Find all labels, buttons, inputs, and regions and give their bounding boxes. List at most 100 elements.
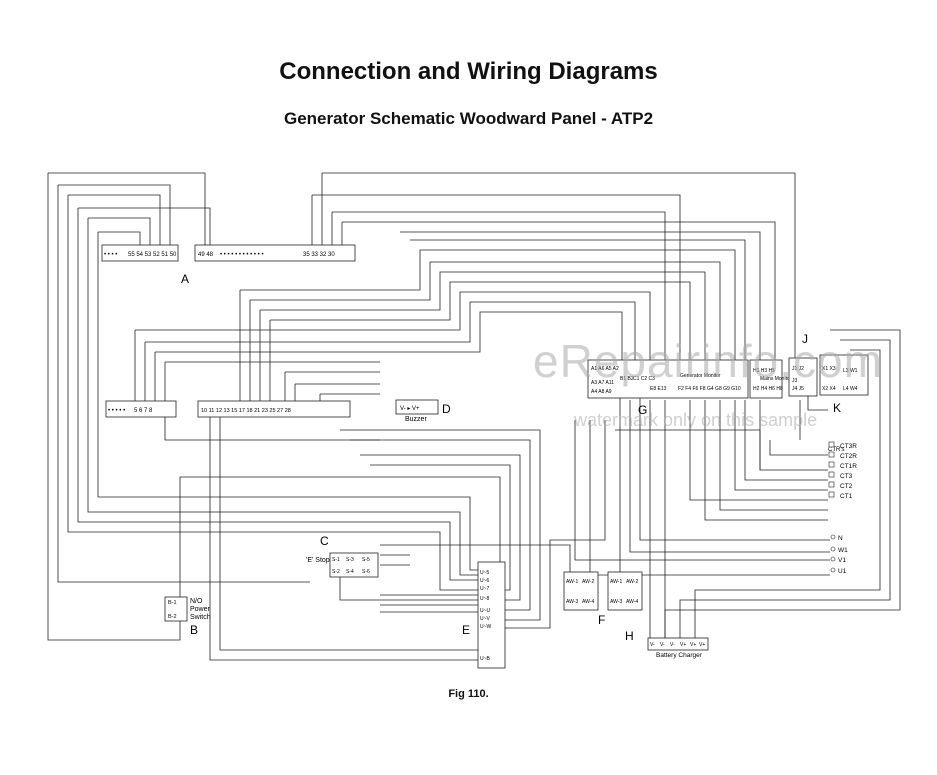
- diagram-subtitle: Generator Schematic Woodward Panel - ATP…: [283, 109, 654, 128]
- charger-terminal-4: V+: [680, 642, 686, 648]
- estop-contact-1: S-1: [332, 557, 340, 563]
- label-j: J: [802, 332, 808, 346]
- generator-monitor-g: A1 A6 A5 A2 A3 A7 A11 A4 A8 A9 B1 B2 C1 …: [587, 359, 792, 417]
- diagram-title: Connection and Wiring Diagrams: [279, 58, 658, 85]
- svg-text:U~8: U~8: [480, 596, 490, 602]
- block-a-left-terminals: 55 54 53 52 51 50: [128, 252, 177, 258]
- svg-text:J1 J2: J1 J2: [792, 366, 804, 372]
- module-e: U~5 U~6 U~7 U~8 U~U U~V U~W U~B E: [462, 561, 506, 669]
- svg-text:A3 A7 A11: A3 A7 A11: [591, 380, 614, 386]
- relay1-aw3: AW-3: [566, 599, 578, 605]
- relay1-aw2: AW-2: [582, 579, 594, 585]
- relay2-aw1: AW-1: [610, 579, 622, 585]
- estop-contact-6: S-6: [362, 569, 370, 575]
- block-a-right-terminals-a: 49 48: [198, 252, 214, 258]
- svg-text:C1 C2 C3: C1 C2 C3: [633, 376, 655, 382]
- label-d: D: [442, 402, 451, 416]
- estop-contact-2: S-2: [332, 569, 340, 575]
- label-f: F: [598, 613, 605, 627]
- terminal-block-a: • • • • 55 54 53 52 51 50 49 48 • • • • …: [101, 244, 356, 286]
- relay1-aw4: AW-4: [582, 599, 594, 605]
- ct-label-1: CT3R: [840, 443, 857, 450]
- charger-terminal-1: V-: [650, 642, 655, 648]
- svg-text:J3: J3: [792, 378, 798, 384]
- label-a: A: [181, 272, 189, 286]
- relays-f: AW-1 AW-2 AW-3 AW-4 AW-1 AW-2 AW-3 AW-4 …: [563, 571, 643, 627]
- buzzer-label: Buzzer: [405, 416, 427, 423]
- estop-contact-5: S-5: [362, 557, 370, 563]
- generator-monitor-label: Generator Monitor: [680, 373, 721, 379]
- block-a-right-terminals-b: 35 33 32 30: [303, 252, 335, 258]
- label-h: H: [625, 629, 634, 643]
- charger-terminal-2: V-: [660, 642, 665, 648]
- ct-label-4: CT3: [840, 473, 853, 480]
- svg-text:A1 A6 A5 A2: A1 A6 A5 A2: [591, 366, 619, 372]
- watermark-note: watermark only on this sample: [574, 410, 818, 430]
- charger-terminal-3: V-: [670, 642, 675, 648]
- svg-text:G4 G8 G9 G10: G4 G8 G9 G10: [707, 386, 741, 392]
- label-b: B: [190, 623, 198, 637]
- svg-text:F2 F4 F6 F8: F2 F4 F6 F8: [678, 386, 706, 392]
- estop-contact-4: S-4: [346, 569, 354, 575]
- svg-text:U~W: U~W: [480, 624, 492, 630]
- relay2-aw4: AW-4: [626, 599, 638, 605]
- switch-contact-bottom: B-2: [168, 614, 177, 620]
- buzzer-d: V- ▸ V+ Buzzer D: [395, 399, 451, 423]
- svg-text:L3 W1: L3 W1: [843, 368, 858, 374]
- svg-text:L4 W4: L4 W4: [843, 386, 858, 392]
- ct-label-3: CT1R: [840, 463, 857, 470]
- svg-text:X2 X4: X2 X4: [822, 386, 836, 392]
- svg-text:H1 H3 H5: H1 H3 H5: [753, 368, 775, 374]
- svg-text:• • • •: • • • •: [104, 252, 117, 258]
- battery-charger-h: V- V- V- V+ V+ V+ Battery Charger H: [625, 629, 709, 659]
- relay2-aw3: AW-3: [610, 599, 622, 605]
- wl-label-v1: V1: [838, 557, 846, 564]
- svg-text:U~V: U~V: [480, 616, 491, 622]
- lower-right-terminals: 10 11 12 13 15 17 18 21 23 25 27 28: [201, 408, 291, 414]
- figure-caption: Fig 110.: [448, 688, 489, 700]
- label-g: G: [638, 403, 647, 417]
- ct-label-6: CT1: [840, 493, 853, 500]
- ct-label-5: CT2: [840, 483, 853, 490]
- svg-text:U~B: U~B: [480, 656, 491, 662]
- svg-text:J4 J5: J4 J5: [792, 386, 804, 392]
- charger-label: Battery Charger: [656, 652, 703, 659]
- svg-text:U~7: U~7: [480, 586, 490, 592]
- mains-monitor-label: Mains Monitor: [760, 376, 792, 382]
- svg-text:E8 E13: E8 E13: [650, 386, 667, 392]
- svg-text:U~6: U~6: [480, 578, 490, 584]
- wl-label-n: N: [838, 535, 843, 542]
- block-k: X1 X3 X2 X4 L3 W1 L4 W4 K: [819, 354, 869, 415]
- svg-text:A4 A8 A9: A4 A8 A9: [591, 389, 612, 395]
- wiring-lines: [47, 172, 901, 661]
- label-e: E: [462, 623, 470, 637]
- lower-left-terminals: 5 6 7 8: [134, 408, 153, 414]
- ct-terminals: CTR's CT3R CT2R CT1R CT3 CT2 CT1 N W1 V1…: [828, 441, 857, 575]
- svg-text:H2 H4 H6 H8: H2 H4 H6 H8: [753, 386, 783, 392]
- relay2-aw2: AW-2: [626, 579, 638, 585]
- estop-label: 'E' Stop: [306, 557, 330, 564]
- terminal-block-lower: • • • • • 5 6 7 8 10 11 12 13 15 17 18 2…: [105, 400, 351, 418]
- svg-text:B1 B2: B1 B2: [620, 376, 634, 382]
- svg-text:U~5: U~5: [480, 570, 490, 576]
- label-k: K: [833, 401, 841, 415]
- block-j: J1 J2 J3 J4 J5 J: [788, 332, 818, 397]
- label-c: C: [320, 534, 329, 548]
- charger-terminal-6: V+: [699, 642, 705, 648]
- estop-c: S-1 S-2 S-3 S-4 S-5 S-6 'E' Stop C: [306, 534, 379, 578]
- charger-terminal-5: V+: [690, 642, 696, 648]
- svg-text:U~U: U~U: [480, 608, 491, 614]
- wl-label-u1: U1: [838, 568, 847, 575]
- relay1-aw1: AW-1: [566, 579, 578, 585]
- svg-text:V- ▸ V+: V- ▸ V+: [400, 406, 420, 412]
- wl-label-w1: W1: [838, 547, 848, 554]
- ct-label-2: CT2R: [840, 453, 857, 460]
- watermark: eRepairinfo.com: [533, 335, 883, 387]
- svg-text:X1 X3: X1 X3: [822, 366, 836, 372]
- switch-contact-top: B-1: [168, 600, 177, 606]
- svg-text:• • • • • • • • • • • •: • • • • • • • • • • • •: [220, 252, 264, 258]
- estop-contact-3: S-3: [346, 557, 354, 563]
